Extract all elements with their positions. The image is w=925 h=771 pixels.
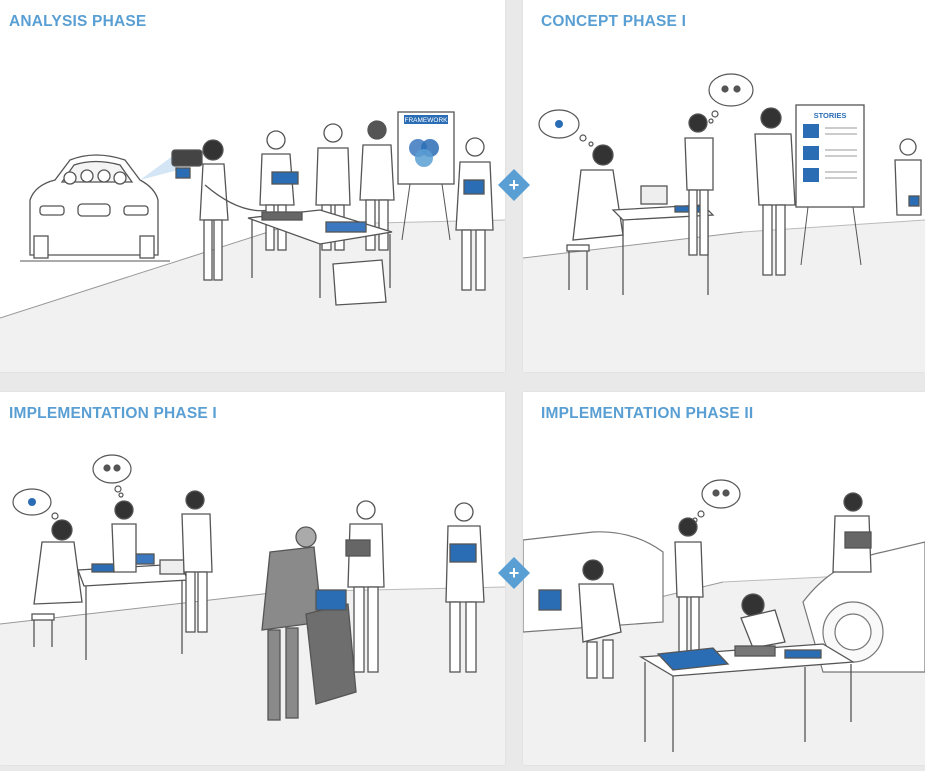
stories-board: STORIES [795,104,865,266]
analysis-scene-illustration: FRAMEWORK [0,111,505,372]
thought-bubble-people [692,479,741,523]
thought-bubble-left [538,109,594,147]
panel-title: IMPLEMENTATION PHASE II [541,405,754,422]
plus-icon: + [509,175,520,195]
panel-concept-phase-1: CONCEPT PHASE I [523,0,925,372]
framework-board: FRAMEWORK [397,111,455,241]
people-group-concept [566,107,922,295]
person-with-camera [171,139,271,281]
car-with-passengers [29,154,159,259]
panel-title: ANALYSIS PHASE [9,13,147,30]
board-label: FRAMEWORK [405,117,449,124]
people-group-implementation-2 [538,492,872,752]
panel-analysis-phase: ANALYSIS PHASE [0,0,505,372]
panel-title: IMPLEMENTATION PHASE I [9,405,217,422]
panel-implementation-phase-1: IMPLEMENTATION PHASE I [0,392,505,765]
thought-bubble-people [92,454,132,498]
concept-scene-illustration: STORIES [523,73,925,372]
phase-connector-bottom: + [498,557,530,589]
thought-bubble-people [708,73,754,124]
phase-connector-top: + [498,169,530,201]
panel-title: CONCEPT PHASE I [541,13,687,30]
implementation-1-scene-illustration [0,454,505,765]
plus-icon: + [509,563,520,583]
implementation-2-scene-illustration [523,479,925,765]
thought-bubble-left [12,488,65,525]
table-with-papers [247,209,393,306]
people-group-implementation-1 [31,490,485,721]
panel-implementation-phase-2: IMPLEMENTATION PHASE II [523,392,925,765]
board-label: STORIES [814,111,847,120]
cars-background [523,531,925,673]
